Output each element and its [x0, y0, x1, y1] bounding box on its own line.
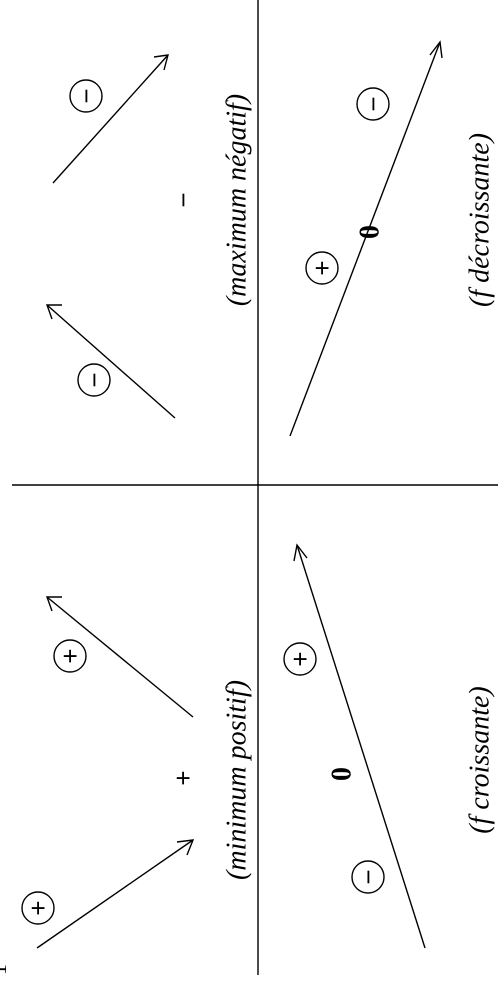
- circled-sign: [305, 251, 339, 285]
- caption-maximum-negatif: (maximum négatif): [222, 94, 253, 306]
- caption-f-croissante: (f croissante): [465, 686, 496, 834]
- arrow-head-icon: [293, 543, 308, 562]
- minus-sign: −: [353, 869, 383, 884]
- quadrant-maximum-negatif: − − − (maximum négatif): [46, 54, 253, 419]
- arrow-head-icon: [176, 839, 195, 856]
- minus-sign: −: [79, 372, 109, 387]
- circled-sign: [283, 642, 317, 676]
- arrow-line: [46, 304, 176, 419]
- plus-sign: +: [307, 260, 337, 275]
- arrow-line: [296, 544, 426, 949]
- arrow-head-icon: [46, 596, 62, 612]
- circled-sign: [53, 639, 87, 673]
- zero-label: 0: [327, 767, 358, 781]
- circled-sign: [356, 87, 390, 121]
- plus-sign: +: [168, 770, 198, 785]
- arrow-line: [46, 596, 194, 718]
- plus-sign: +: [23, 900, 53, 915]
- quadrant-f-decroissante: + − 0 (f décroissante): [289, 40, 496, 437]
- circled-sign: [351, 860, 385, 894]
- minus-sign: −: [71, 88, 101, 103]
- arrow-line: [52, 54, 169, 184]
- minus-sign: −: [358, 96, 388, 111]
- caption-minimum-positif: (minimum positif): [222, 680, 253, 880]
- arrow-head-icon: [429, 40, 443, 59]
- corner-mark: 1: [0, 964, 11, 975]
- arrow-head-icon: [153, 54, 169, 71]
- caption-f-decroissante: (f décroissante): [465, 133, 496, 307]
- quadrant-minimum-positif: + + + (minimum positif): [21, 596, 253, 949]
- plus-sign: +: [285, 651, 315, 666]
- arrow-head-icon: [46, 304, 62, 320]
- arrow-line: [36, 839, 194, 949]
- circled-sign: [69, 79, 103, 113]
- circled-sign: [77, 363, 111, 397]
- zero-label: 0: [355, 225, 386, 239]
- circled-sign: [21, 891, 55, 925]
- quadrant-f-croissante: − + 0 (f croissante): [283, 543, 496, 949]
- arrow-line: [289, 41, 441, 437]
- minus-sign: −: [168, 192, 198, 207]
- plus-sign: +: [55, 648, 85, 663]
